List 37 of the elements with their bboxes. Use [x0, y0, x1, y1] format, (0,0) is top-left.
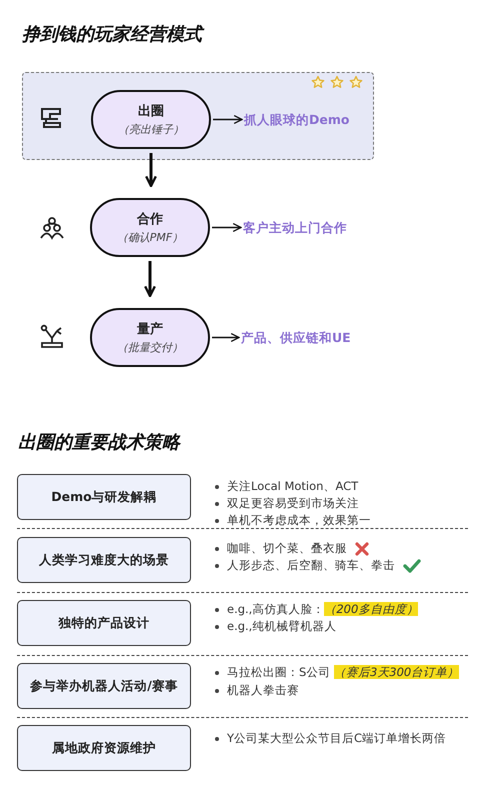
bullet-text: 双足更容易受到市场关注 — [227, 495, 359, 512]
bullet-text: 马拉松出圈：S公司 （赛后3天300台订单） — [227, 664, 460, 681]
bullet-text: 关注Local Motion、ACT — [227, 478, 358, 495]
bullet-text: e.g.,纯机械臂机器人 — [227, 618, 336, 635]
stage-title: 合作 — [137, 211, 163, 228]
arrow — [213, 114, 243, 124]
arrow — [144, 261, 156, 298]
stage-title: 出圈 — [138, 103, 164, 120]
bullet-text: 人形步态、后空翻、骑车、拳击 — [227, 557, 395, 574]
strategy-title: 属地政府资源维护 — [52, 740, 156, 756]
bullet-text: 机器人拳击赛 — [227, 682, 299, 699]
strategy-title: 人类学习难度大的场景 — [39, 552, 169, 568]
strategy-title: Demo与研发解耦 — [51, 488, 157, 506]
highlight-panel — [22, 72, 374, 160]
section-heading: 出圈的重要战术策略 — [18, 431, 180, 454]
bullet-text: 单机不考虑成本，效果第一 — [227, 512, 371, 529]
stage-subtitle: （确认PMF） — [116, 230, 184, 245]
arrow — [145, 153, 157, 188]
strategy-box — [17, 537, 191, 583]
strategy-box — [17, 474, 191, 520]
strategy-box — [17, 663, 191, 709]
outcome-text: 客户主动上门合作 — [243, 220, 347, 237]
bullet-text: e.g.,高仿真人脸：（200多自由度） — [227, 601, 418, 618]
strategy-box — [17, 600, 191, 646]
strategy-title: 参与举办机器人活动/赛事 — [30, 678, 178, 694]
stage-title: 量产 — [137, 320, 163, 338]
bullet-text: Y公司某大型公众节目后C端订单增长两倍 — [227, 730, 446, 747]
arrow — [212, 332, 240, 342]
strategy-title: 独特的产品设计 — [58, 614, 150, 632]
stage-subtitle: （批量交付） — [117, 340, 183, 355]
stage-subtitle: （亮出锤子） — [118, 122, 184, 137]
strategy-box — [17, 725, 191, 771]
bullet-text: 咖啡、切个菜、叠衣服 — [227, 540, 347, 557]
outcome-text: 抓人眼球的Demo — [244, 112, 350, 129]
arrow — [212, 222, 242, 232]
diagram-title: 挣到钱的玩家经营模式 — [22, 22, 202, 46]
outcome-text: 产品、供应链和UE — [241, 330, 351, 347]
